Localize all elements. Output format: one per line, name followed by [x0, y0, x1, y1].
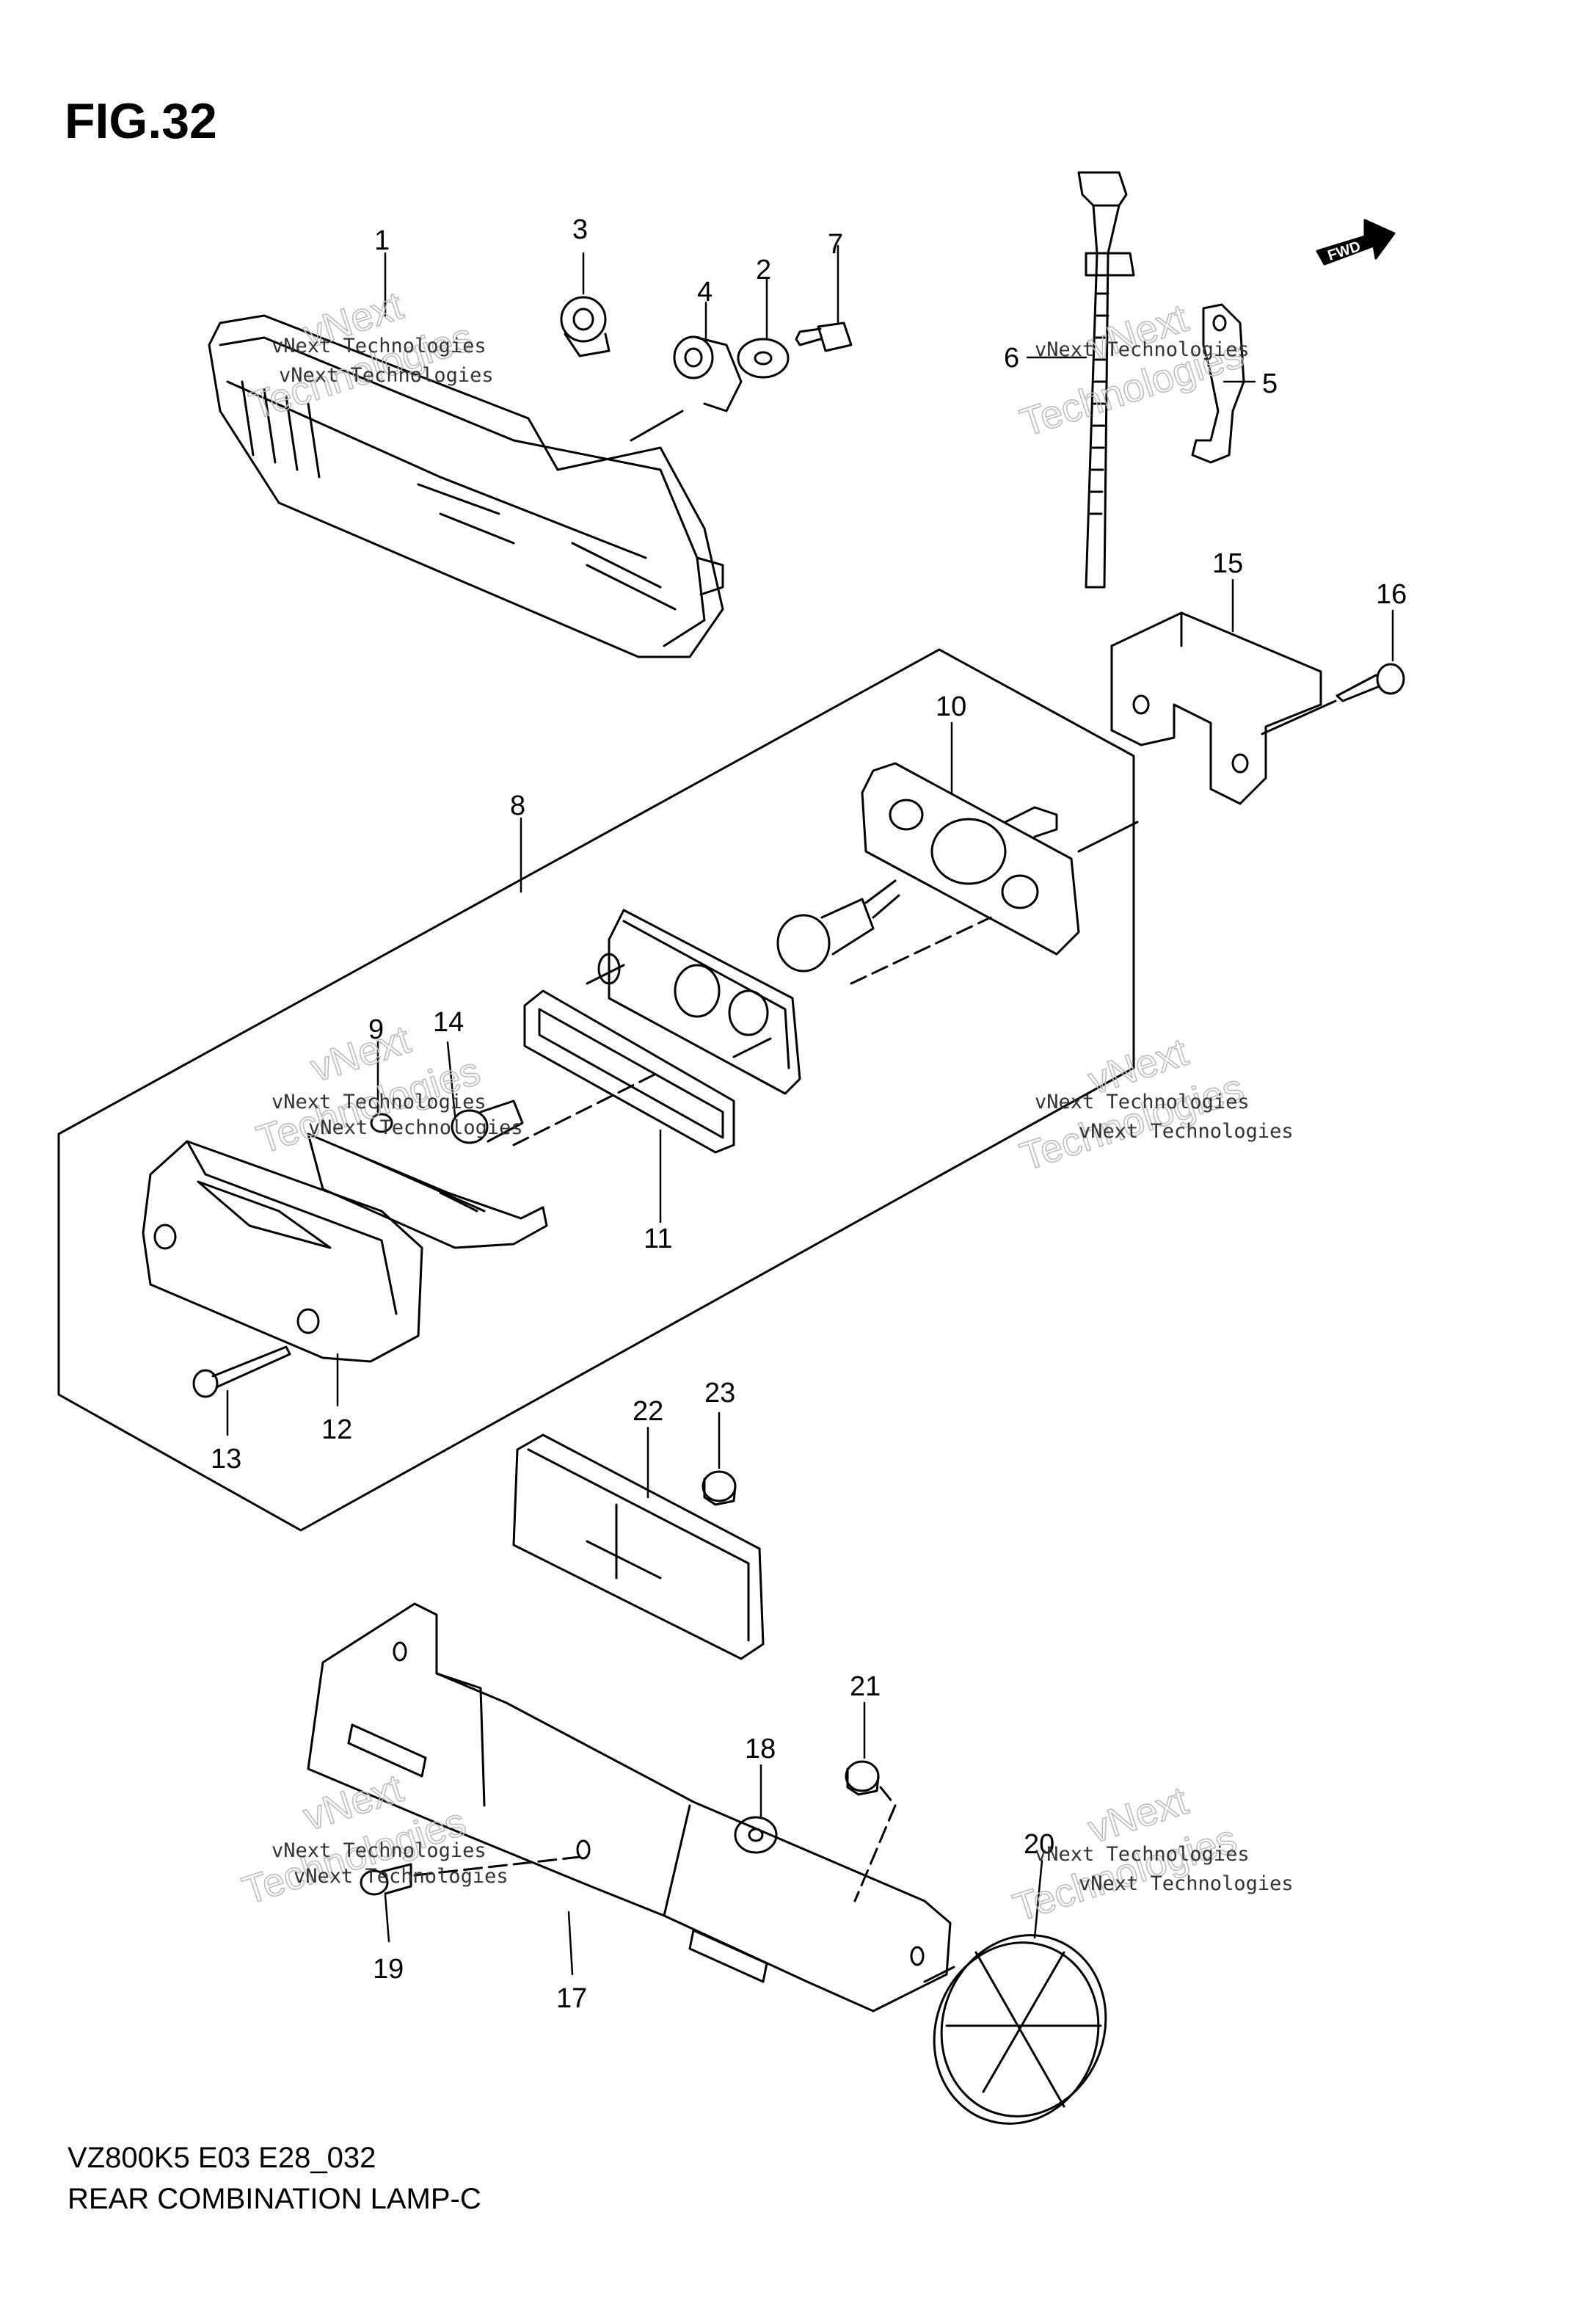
callout-numbers: 1 3 4 2 7 6 5 15 16 8 10 9 14 11 12 13 2…	[211, 214, 1407, 2014]
watermark-small-3: vNext Technologies	[272, 1091, 487, 1113]
tail-lamp-part-1	[208, 314, 724, 658]
round-reflector-part-20	[923, 1934, 1107, 2125]
callout-15: 15	[1212, 548, 1243, 579]
bracket-part-15	[1110, 611, 1322, 805]
screw-part-16	[1261, 663, 1405, 735]
washer-part-18	[734, 1816, 778, 1854]
watermark-small-5b: vNext Technologies	[294, 1865, 509, 1888]
figure-name: REAR COMBINATION LAMP-C	[68, 2183, 481, 2215]
callout-12: 12	[321, 1414, 352, 1445]
callout-9: 9	[368, 1014, 384, 1045]
watermark-small-6b: vNext Technologies	[1079, 1872, 1294, 1895]
callout-16: 16	[1376, 579, 1407, 610]
callout-14: 14	[433, 1007, 464, 1038]
figure-title: FIG.32	[65, 93, 217, 149]
watermark-small-4b: vNext Technologies	[1079, 1120, 1294, 1143]
callout-5: 5	[1262, 368, 1278, 399]
grommet-part-3	[560, 296, 611, 357]
grommet-part-4	[630, 335, 743, 442]
clip-part-5	[1191, 303, 1245, 464]
fwd-label: FWD	[1326, 239, 1363, 264]
callout-18: 18	[745, 1734, 776, 1764]
reflector-part-22	[512, 1433, 765, 1660]
callout-13: 13	[211, 1444, 241, 1475]
nut-part-21	[845, 1760, 897, 1902]
watermark-5: vNext Technologies	[237, 1765, 472, 1913]
watermark-small-1: vNext Technologies	[272, 335, 487, 357]
watermark-small-3b: vNext Technologies	[308, 1116, 523, 1139]
callout-11: 11	[644, 1224, 672, 1254]
nut-part-23	[702, 1470, 737, 1506]
assembly-outline-part-8	[57, 648, 1135, 1532]
watermark-small-5: vNext Technologies	[272, 1839, 487, 1862]
lamp-lens-part-12	[142, 1140, 423, 1363]
lamp-housing	[586, 909, 801, 1095]
watermark-small-6: vNext Technologies	[1035, 1843, 1250, 1866]
socket-plate-part-10	[861, 762, 1139, 956]
screw-part-13	[192, 1345, 291, 1398]
bulb-socket	[776, 879, 992, 985]
callout-8: 8	[510, 790, 525, 821]
callout-3: 3	[572, 214, 588, 245]
bracket-part-17	[307, 1602, 952, 2013]
callout-19: 19	[373, 1954, 404, 1985]
watermark-small-4: vNext Technologies	[1035, 1091, 1250, 1113]
callout-2: 2	[756, 255, 771, 286]
bulb-part-14	[451, 1070, 662, 1146]
callout-6: 6	[1004, 343, 1019, 374]
callout-20: 20	[1024, 1829, 1054, 1860]
callout-7: 7	[828, 229, 843, 260]
watermark-small-2: vNext Technologies	[1035, 338, 1250, 361]
callout-1: 1	[374, 225, 390, 256]
callout-4: 4	[697, 277, 713, 308]
callout-17: 17	[556, 1983, 587, 2014]
washer-part-2	[737, 338, 790, 379]
bolt-part-19	[360, 1855, 581, 1896]
callout-10: 10	[936, 691, 966, 722]
leader-lines	[226, 244, 1394, 1976]
callout-21: 21	[850, 1671, 881, 1702]
screw-part-7	[795, 321, 853, 352]
watermark-small-1b: vNext Technologies	[279, 364, 494, 387]
callout-23: 23	[704, 1378, 735, 1408]
lens-part-9	[307, 1113, 548, 1249]
figure-code: VZ800K5 E03 E28_032	[68, 2142, 376, 2174]
cable-tie-part-6	[1077, 171, 1135, 589]
callout-22: 22	[633, 1396, 663, 1427]
fwd-arrow-icon	[1316, 219, 1396, 266]
gasket-part-11	[523, 989, 735, 1154]
